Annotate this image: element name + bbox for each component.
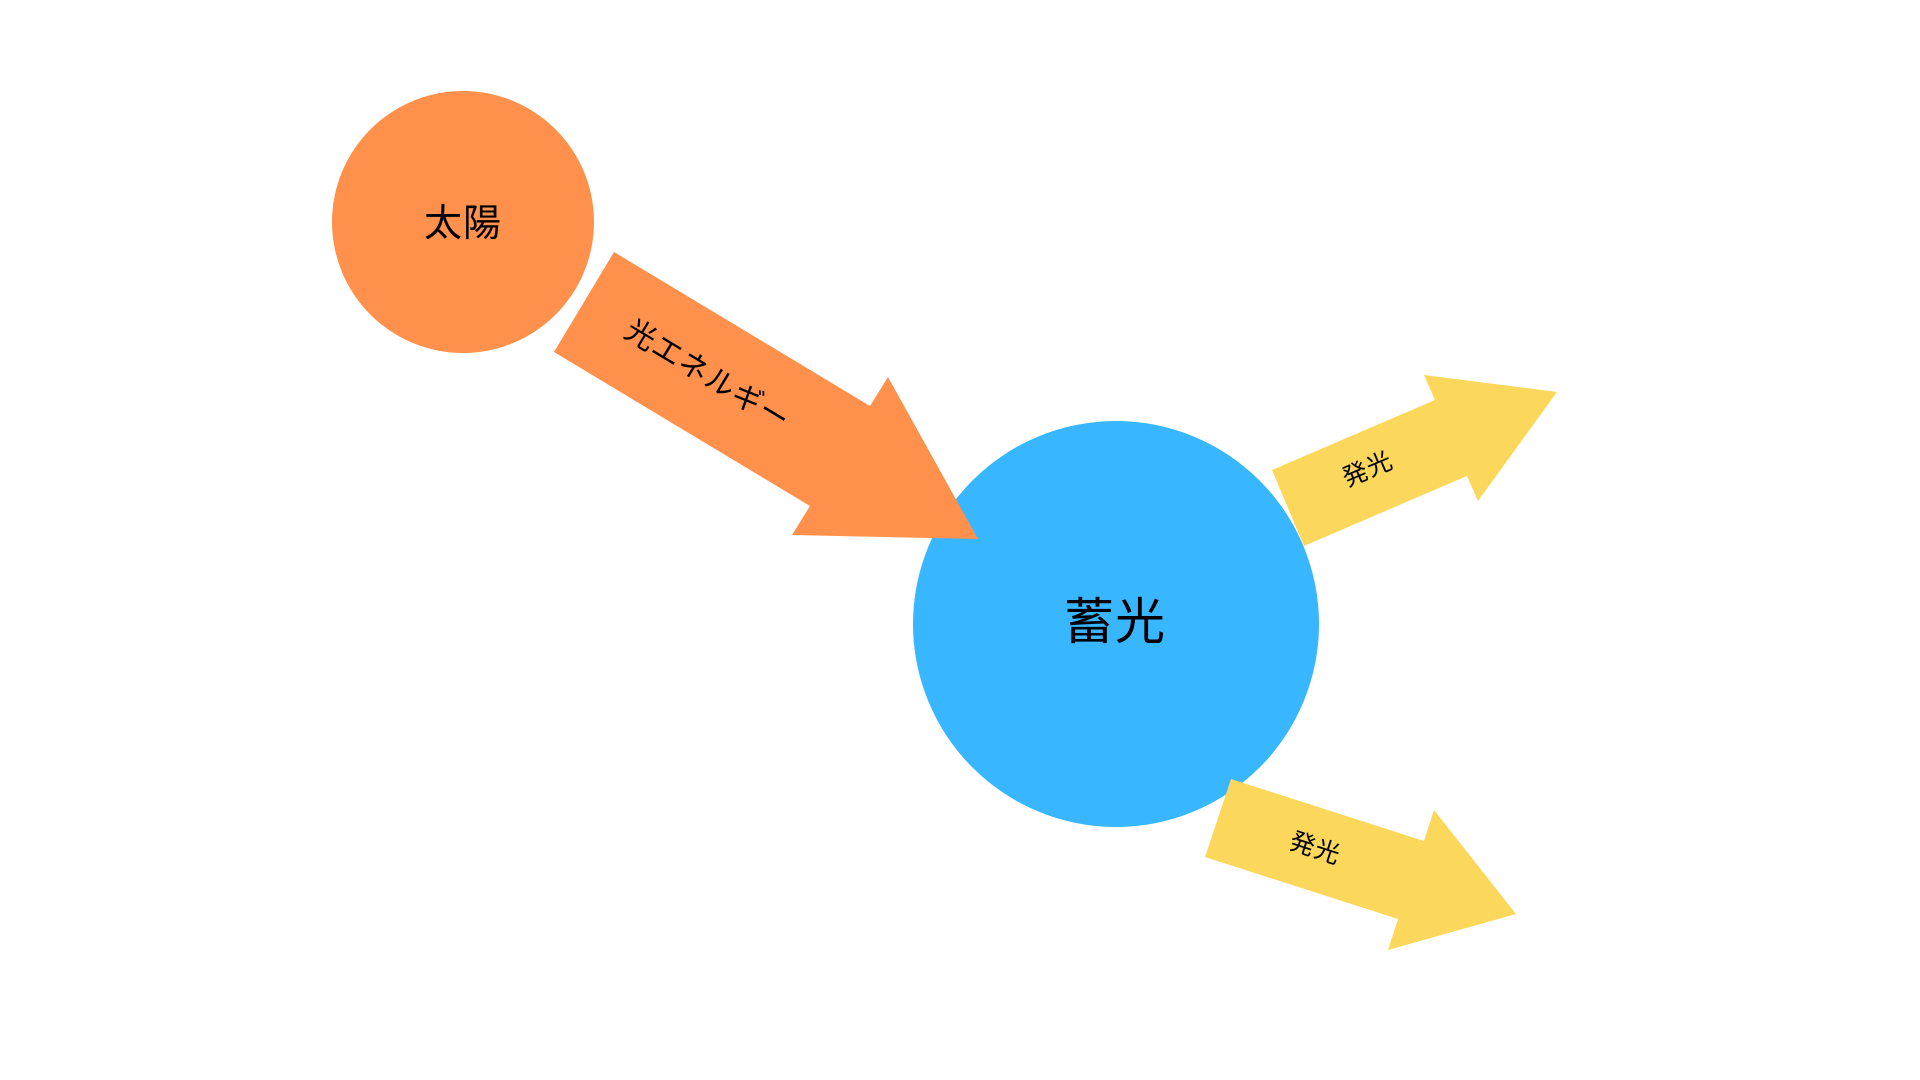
light-energy-arrow bbox=[554, 252, 978, 539]
emission-arrow-lower bbox=[1205, 779, 1516, 950]
emission-arrow-upper bbox=[1272, 375, 1557, 546]
sun-node bbox=[332, 91, 594, 353]
phosphorescence-label: 蓄光 bbox=[1064, 594, 1166, 650]
phosphorescence-node bbox=[913, 421, 1319, 827]
sun-label: 太陽 bbox=[423, 203, 503, 245]
